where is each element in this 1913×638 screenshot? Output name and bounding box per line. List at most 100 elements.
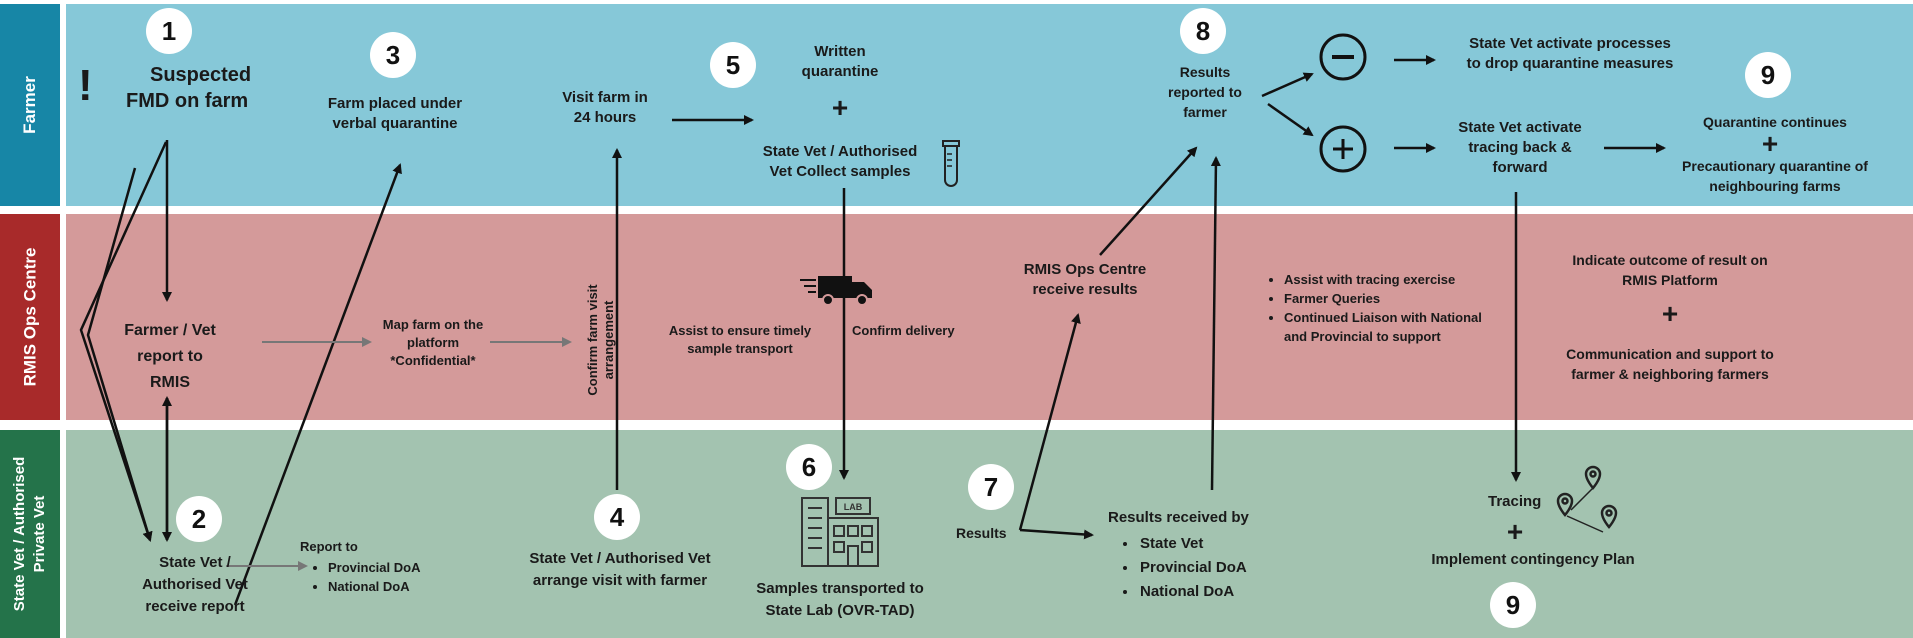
arrow-2-to-3 xyxy=(233,163,402,606)
map-pins-icon xyxy=(1556,465,1618,533)
trace-line1: State Vet activate xyxy=(1458,119,1582,136)
ops-support-list: Assist with tracing exercise Farmer Quer… xyxy=(1268,270,1484,346)
report-to-national: National DoA xyxy=(328,577,420,596)
ops-lane xyxy=(66,214,1913,420)
indicate-line2: RMIS Platform xyxy=(1622,272,1718,288)
results-received-heading: Results received by xyxy=(1108,509,1249,526)
arrow-1-to-2-left xyxy=(86,167,153,542)
step-6-line1: Samples transported to xyxy=(756,580,924,597)
step-3-text: Farm placed under verbal quarantine xyxy=(310,94,480,134)
arrow-8-to-positive xyxy=(1267,102,1314,137)
lab-building-icon: LAB xyxy=(801,497,879,567)
indicate-line1: Indicate outcome of result on xyxy=(1572,252,1768,268)
report-line3: RMIS xyxy=(150,374,190,391)
visit-farm-text: Visit farm in 24 hours xyxy=(545,88,665,128)
step-4-line2: arrange visit with farmer xyxy=(532,572,708,589)
support-item-queries: Farmer Queries xyxy=(1284,289,1484,308)
step-1-exclamation-icon: ! xyxy=(78,61,93,110)
step-8-badge: 8 xyxy=(1180,8,1226,54)
step-1-line1: Suspected xyxy=(150,64,252,86)
arrow-8-to-negative xyxy=(1261,72,1314,98)
step-8-line2: reported to xyxy=(1168,84,1242,100)
step-9a-text-2: Precautionary quarantine of neighbouring… xyxy=(1660,156,1890,196)
step-2-line1: State Vet / xyxy=(159,554,231,571)
minus-circle-icon xyxy=(1319,33,1367,81)
confirm-visit-line2: arrangement xyxy=(601,300,616,380)
collect-samples-text: State Vet / Authorised Vet Collect sampl… xyxy=(740,142,940,182)
step-1-line2: FMD on farm xyxy=(126,90,249,112)
vet-lane-tab: State Vet / Authorised Private Vet xyxy=(0,430,60,638)
step-9a-badge: 9 xyxy=(1745,52,1791,98)
receive-line1: RMIS Ops Centre xyxy=(1023,261,1147,278)
visit-line1: Visit farm in xyxy=(562,89,648,106)
trace-line2: tracing back & xyxy=(1468,139,1572,156)
indicate-outcome-text: Indicate outcome of result on RMIS Platf… xyxy=(1540,250,1800,290)
step-6-text: Samples transported to State Lab (OVR-TA… xyxy=(740,578,940,622)
test-tube-icon xyxy=(942,140,960,187)
collect-line1: State Vet / Authorised xyxy=(762,143,918,160)
results-received-list: State Vet Provincial DoA National DoA xyxy=(1120,532,1247,604)
visit-line2: 24 hours xyxy=(573,109,637,126)
report-to-provincial: Provincial DoA xyxy=(328,558,420,577)
confirm-visit-text: Confirm farm visit arrangement xyxy=(585,260,621,420)
assist-line2: sample transport xyxy=(687,341,793,356)
map-line3: *Confidential* xyxy=(390,353,476,368)
lab-sign-text: LAB xyxy=(844,502,863,512)
step-8-text: Results reported to farmer xyxy=(1150,62,1260,122)
support-item-liaison-text: Continued Liaison with National and Prov… xyxy=(1284,310,1482,344)
step-5-badge: 5 xyxy=(710,42,756,88)
received-provincial: Provincial DoA xyxy=(1138,556,1247,580)
step-9b-plus: + xyxy=(1506,516,1524,547)
farmer-lane xyxy=(66,4,1913,206)
step-3-line1: Farm placed under xyxy=(327,95,463,112)
assist-transport-text: Assist to ensure timely sample transport xyxy=(660,322,820,358)
step-2-text: State Vet / Authorised Vet receive repor… xyxy=(120,552,270,618)
ops-receive-results-text: RMIS Ops Centre receive results xyxy=(1010,260,1160,300)
step-6-badge: 6 xyxy=(786,444,832,490)
report-to-heading: Report to xyxy=(300,539,358,554)
written-quarantine-text: Written quarantine xyxy=(770,42,910,82)
ops-lane-tab: RMIS Ops Centre xyxy=(0,214,60,420)
comm-line1: Communication and support to xyxy=(1566,346,1774,362)
drop-line1: State Vet activate processes xyxy=(1469,35,1671,52)
step-9a-text: Quarantine continues xyxy=(1660,112,1890,132)
plus-circle-icon xyxy=(1319,125,1367,173)
step-1-title: Suspected FMD on farm xyxy=(110,62,251,114)
map-line2: platform xyxy=(407,335,459,350)
arrow-ops-to-8 xyxy=(1099,146,1198,256)
delivery-truck-icon xyxy=(800,276,872,306)
arrow-7-to-ops xyxy=(1018,313,1081,531)
step-5-plus: + xyxy=(831,92,849,123)
step-4-line1: State Vet / Authorised Vet xyxy=(529,550,711,567)
confirm-visit-line1: Confirm farm visit xyxy=(585,284,600,396)
report-line2: report to xyxy=(137,348,203,365)
step-9a-line3: neighbouring farms xyxy=(1709,178,1841,194)
step-3-line2: verbal quarantine xyxy=(332,115,458,132)
assist-line1: Assist to ensure timely xyxy=(668,323,812,338)
support-item-liaison: Continued Liaison with National and Prov… xyxy=(1284,308,1484,346)
step-2-badge: 2 xyxy=(176,496,222,542)
step-4-text: State Vet / Authorised Vet arrange visit… xyxy=(500,548,740,592)
report-line1: Farmer / Vet xyxy=(124,322,216,339)
step-6-line2: State Lab (OVR-TAD) xyxy=(765,602,915,619)
support-item-tracing: Assist with tracing exercise xyxy=(1284,270,1484,289)
step-7-badge: 7 xyxy=(968,464,1014,510)
activate-tracing-text: State Vet activate tracing back & forwar… xyxy=(1440,118,1600,178)
step-7-results: Results xyxy=(956,525,1007,541)
report-to-rmis-text: Farmer / Vet report to RMIS xyxy=(110,318,230,396)
ops-plus: + xyxy=(1661,298,1679,329)
step-2-line2: Authorised Vet xyxy=(142,576,248,593)
farmer-lane-tab: Farmer xyxy=(0,4,60,206)
contingency-text: Implement contingency Plan xyxy=(1431,551,1635,568)
step-3-badge: 3 xyxy=(370,32,416,78)
step-1-badge: 1 xyxy=(146,8,192,54)
tracing-label: Tracing xyxy=(1488,493,1542,510)
step-9a-line2: Precautionary quarantine of xyxy=(1682,158,1868,174)
step-9a-plus: + xyxy=(1761,128,1779,159)
step-8-line1: Results xyxy=(1179,64,1231,80)
trace-line3: forward xyxy=(1492,159,1548,176)
step-8-line3: farmer xyxy=(1183,104,1227,120)
step-9b-badge: 9 xyxy=(1490,582,1536,628)
